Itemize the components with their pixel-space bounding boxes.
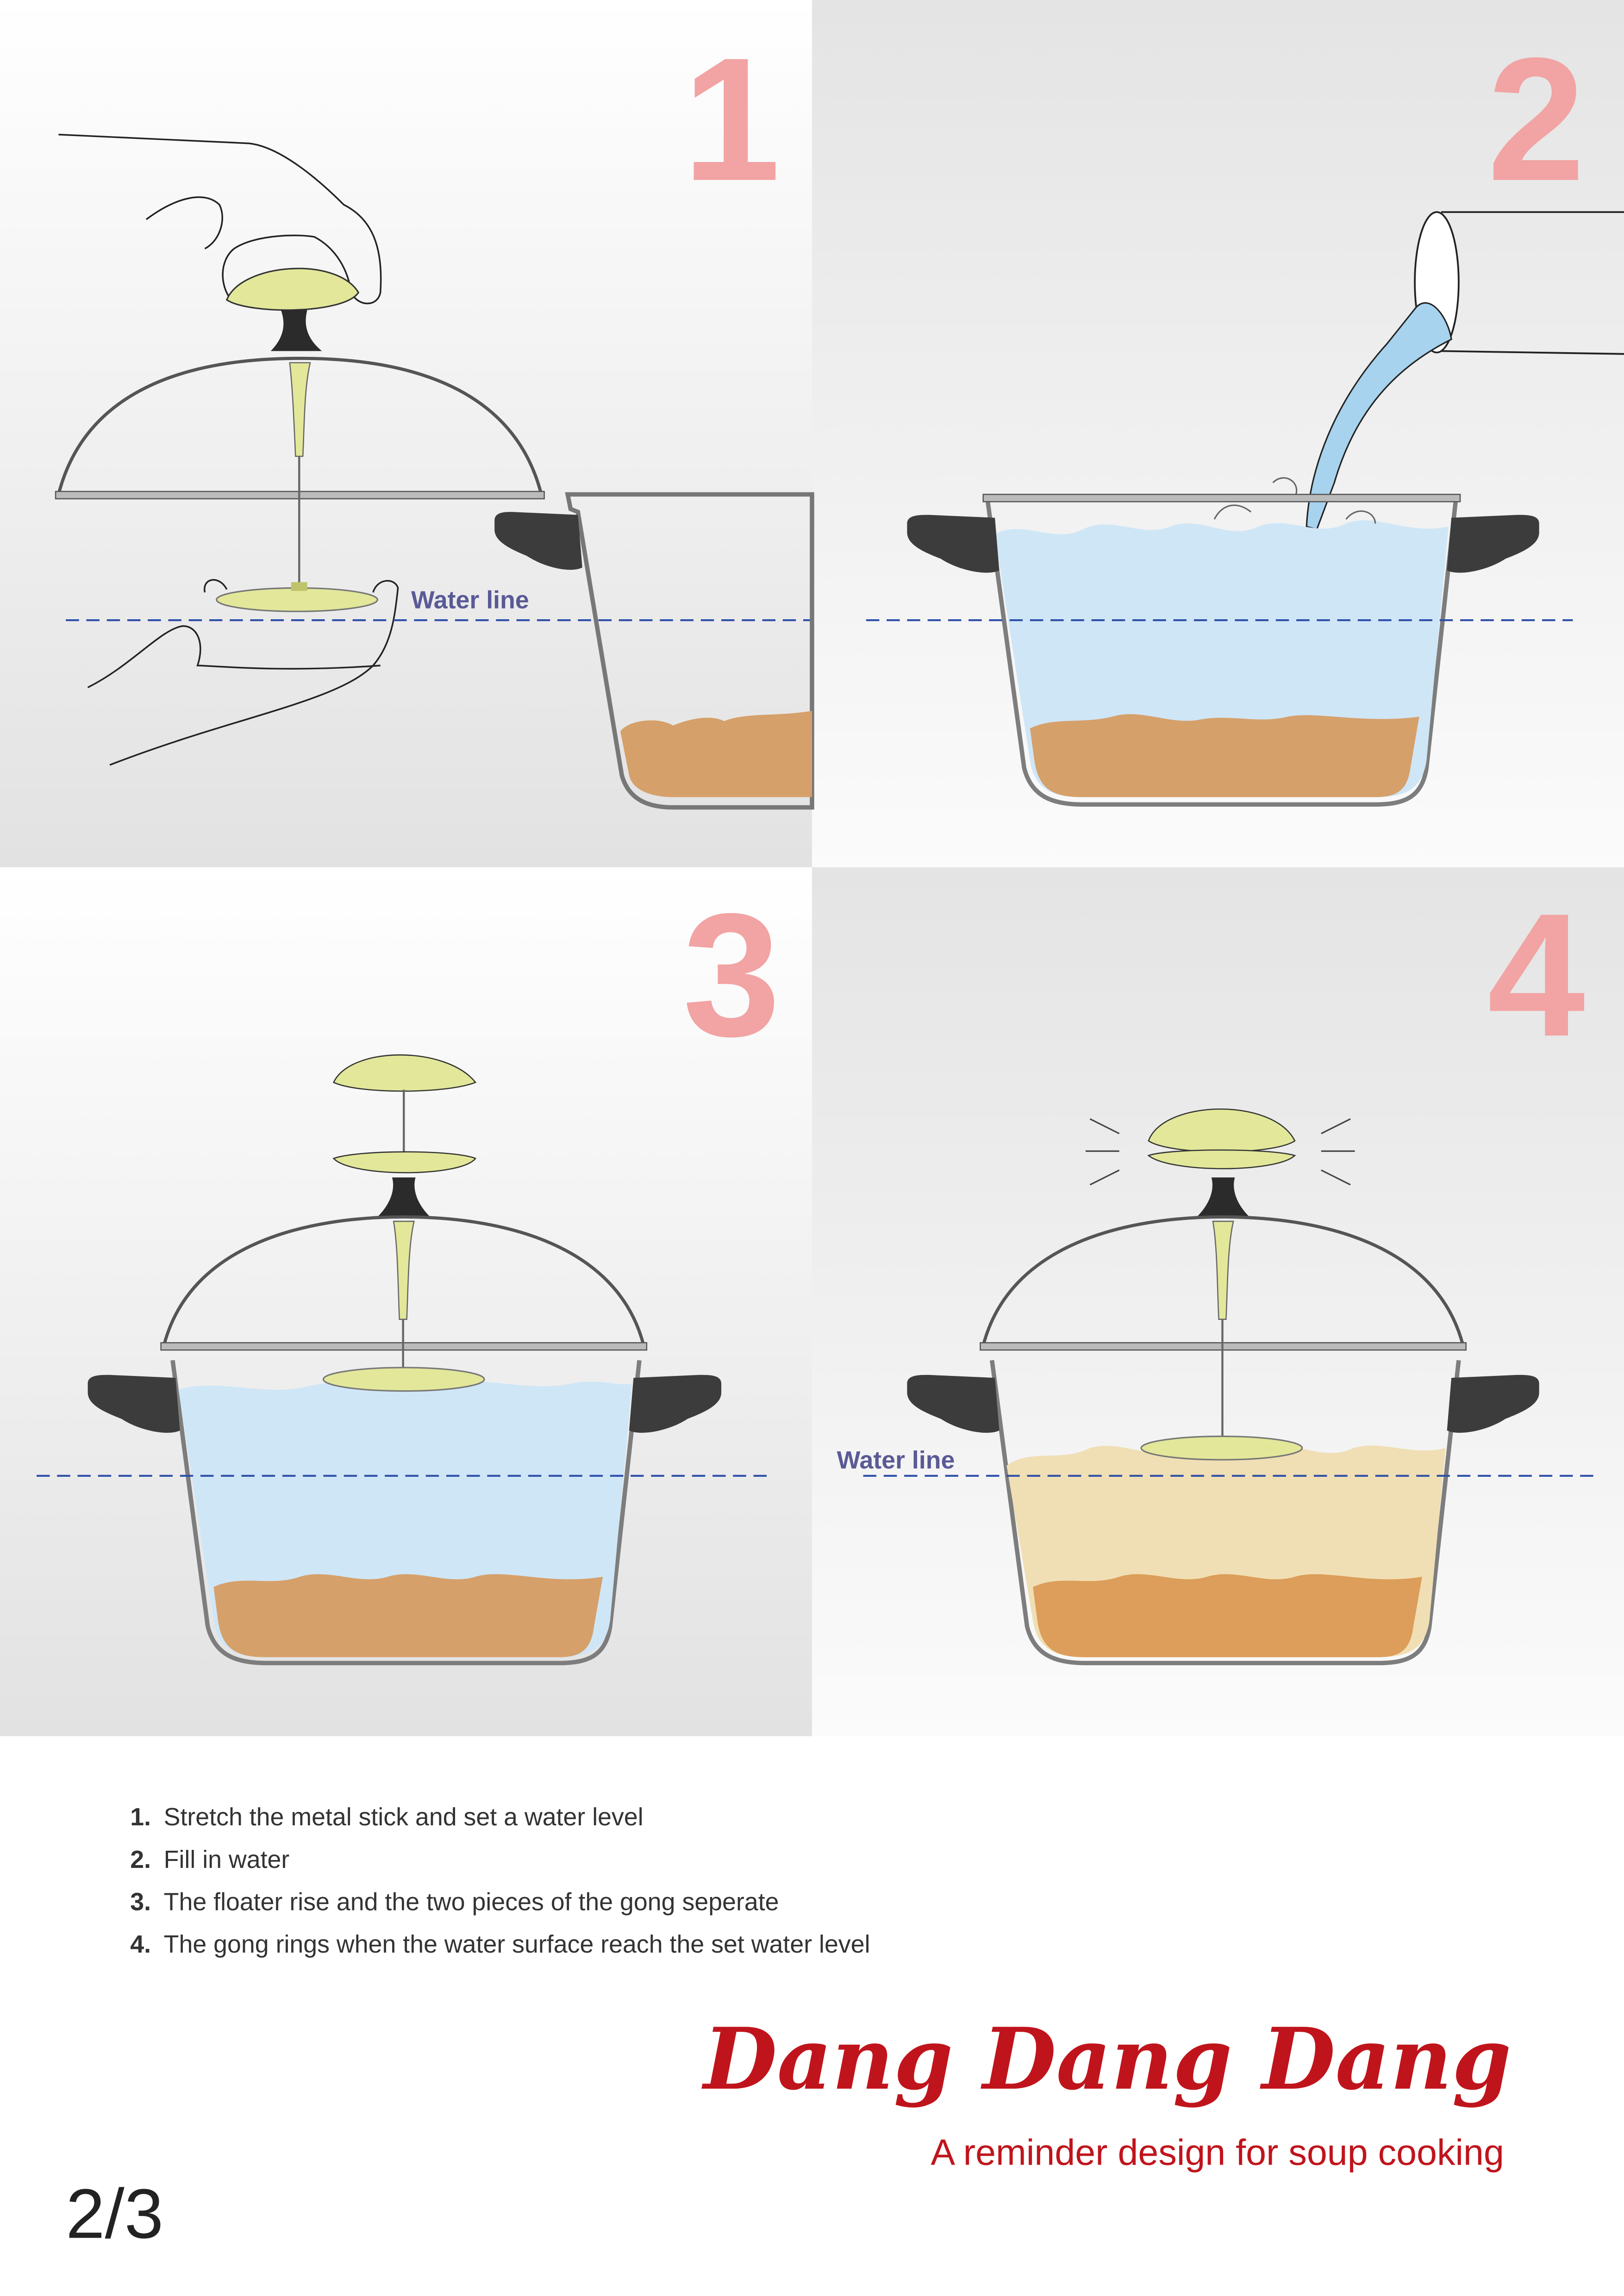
pot-rim-icon [982, 493, 1461, 503]
pot-handle-left-icon [907, 515, 999, 573]
panel-number: 2 [1487, 22, 1585, 218]
water-line-label: Water line [837, 1446, 955, 1474]
partial-pot-food [620, 710, 812, 797]
panel-number: 3 [683, 877, 781, 1073]
partial-pot-handle-icon [494, 512, 582, 570]
gong-bottom-icon [1147, 1149, 1296, 1170]
pot-body-icon [990, 1360, 1461, 1666]
upper-hand-finger [145, 196, 223, 249]
step-number: 3. [130, 1888, 151, 1916]
stick-sleeve-icon [393, 1220, 415, 1320]
pot-handle-right-icon [1447, 1375, 1539, 1433]
gong-knob-icon [377, 1177, 431, 1217]
floater-disc-icon [1140, 1435, 1303, 1461]
step-2: 2. Fill in water [130, 1846, 289, 1873]
vibration-lines-icon [1086, 1118, 1355, 1186]
page-number: 2/3 [66, 2175, 163, 2253]
step-4: 4. The gong rings when the water surface… [130, 1930, 870, 1958]
poster-subtitle: A reminder design for soup cooking [931, 2131, 1504, 2172]
gong-top-icon [225, 268, 360, 311]
step-text: Stretch the metal stick and set a water … [164, 1803, 643, 1831]
stick-sleeve-icon [1212, 1220, 1234, 1320]
pot-handle-left-icon [907, 1375, 999, 1433]
panel-3: 3 [37, 877, 781, 1666]
panel-2: 2 [866, 22, 1624, 807]
pot-food [1030, 714, 1419, 797]
lower-hand-palm [87, 625, 381, 688]
pot-body-icon [170, 1360, 642, 1666]
stick-sleeve-icon [289, 362, 311, 457]
step-3: 3. The floater rise and the two pieces o… [130, 1888, 779, 1916]
step-text: The gong rings when the water surface re… [164, 1930, 870, 1958]
step-text: The floater rise and the two pieces of t… [164, 1888, 779, 1916]
step-number: 1. [130, 1803, 151, 1831]
floater-hub-icon [291, 582, 307, 591]
gong-top-icon [332, 1054, 477, 1092]
step-1: 1. Stretch the metal stick and set a wat… [130, 1803, 643, 1831]
pot-lid-icon [57, 356, 543, 495]
pot-food [213, 1574, 603, 1657]
pot-handle-right-icon [629, 1375, 722, 1433]
floater-disc-icon [216, 587, 378, 612]
pot-lid-icon [162, 1215, 645, 1346]
pitcher-icon [1441, 211, 1624, 355]
panel-number: 1 [683, 22, 781, 218]
water-splash-icon [1213, 477, 1376, 524]
poster-title: Dang Dang Dang [701, 2010, 1512, 2109]
water-stream-icon [1305, 302, 1452, 530]
step-number: 4. [130, 1930, 151, 1958]
pot-handle-right-icon [1447, 515, 1539, 573]
pot-food [1033, 1574, 1422, 1657]
upper-hand-illustration [58, 134, 382, 305]
panel-4: 4 Water line [837, 877, 1595, 1666]
step-text: Fill in water [164, 1846, 290, 1873]
pot-lid-icon [981, 1215, 1465, 1346]
gong-knob-icon [270, 310, 322, 351]
pot-handle-left-icon [87, 1375, 180, 1433]
step-number: 2. [130, 1846, 151, 1873]
pot-body-icon [985, 500, 1458, 807]
panel-1-background [0, 0, 812, 868]
floater-disc-icon [322, 1367, 485, 1392]
panel-1: 1 Water line [55, 22, 814, 810]
gong-bottom-icon [332, 1151, 477, 1174]
partial-pot-body [565, 492, 814, 810]
panel-number: 4 [1487, 877, 1586, 1073]
steps-list: 1. Stretch the metal stick and set a wat… [130, 1803, 870, 1958]
water-line-label: Water line [411, 586, 529, 614]
gong-knob-icon [1197, 1177, 1249, 1217]
